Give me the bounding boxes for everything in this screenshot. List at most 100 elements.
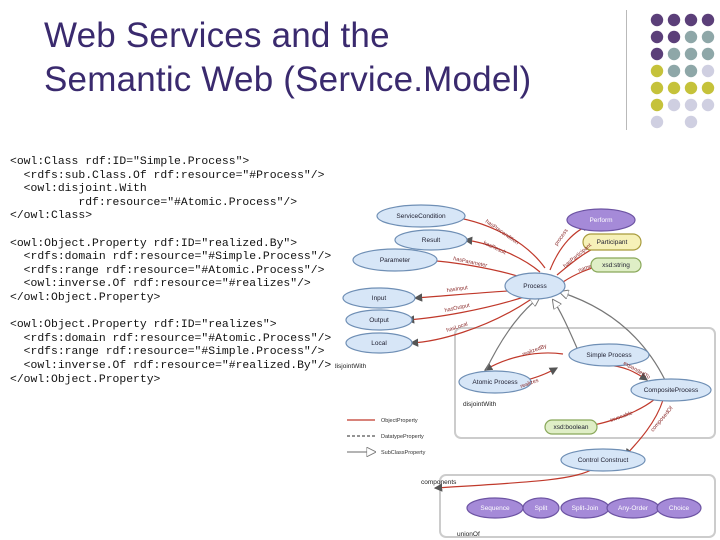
service-model-diagram: ServiceCondition Result Parameter Input … [335, 204, 716, 538]
node-output [345, 309, 413, 331]
title-line-2: Semantic Web (Service.Model) [44, 60, 532, 99]
decor-dot [684, 30, 698, 44]
process-group-box [454, 327, 716, 439]
decor-dot [650, 64, 664, 78]
decor-dot [684, 98, 698, 112]
edge-label-has-parameter: hasParameter [453, 256, 488, 269]
label-components: components [421, 479, 457, 486]
code-line: <rdfs:range rdf:resource="#Simple.Proces… [10, 346, 325, 359]
node-local [345, 332, 413, 354]
node-participant [582, 233, 642, 251]
label-simple-process: Simple Process [586, 352, 632, 359]
subclass-edge-atomic [484, 298, 539, 373]
decor-dot [701, 47, 715, 61]
decor-dot [701, 13, 715, 27]
edge-label-name: name [578, 264, 593, 274]
legend-label-object-property: ObjectProperty [381, 418, 418, 424]
legend-label-subclass-property: SubClassProperty [381, 450, 426, 456]
node-result [394, 229, 468, 251]
code-line: <owl:Class rdf:ID="Simple.Process"> [10, 156, 250, 168]
legend-label-datatype-property: DatatypeProperty [381, 434, 424, 440]
legend: ObjectProperty DatatypeProperty SubClass… [347, 418, 426, 456]
node-simple-process [568, 343, 650, 367]
decorative-dot-grid [650, 13, 715, 129]
decor-dot [650, 30, 664, 44]
code-line: </owl:Object.Property> [10, 291, 161, 304]
label-atomic-process: Atomic Process [472, 379, 518, 386]
decor-dot [684, 115, 698, 129]
code-line: <owl:inverse.Of rdf:resource="#realized.… [10, 359, 332, 372]
edge-output [405, 295, 528, 324]
code-line: <rdfs:domain rdf:resource="#Simple.Proce… [10, 251, 332, 264]
decor-dot [667, 98, 681, 112]
node-parameter [352, 248, 438, 272]
code-line: </owl:Object.Property> [10, 373, 161, 386]
edge-label-has-result: hasResult [482, 240, 507, 256]
node-perform [566, 208, 636, 232]
label-participant: Participant [597, 239, 628, 246]
node-atomic-process [458, 370, 532, 394]
decor-dot [650, 98, 664, 112]
label-split: Split [535, 505, 548, 512]
decor-dot [701, 98, 715, 112]
label-perform: Perform [589, 217, 612, 224]
edge-realized-by [483, 352, 564, 371]
owl-code-listing: <owl:Class rdf:ID="Simple.Process"> <rdf… [10, 156, 331, 387]
label-disjoint-with-1: disjointWith [335, 363, 367, 370]
decor-dot [667, 30, 681, 44]
edge-components [433, 467, 596, 492]
edge-label-has-input: hasInput [446, 285, 468, 294]
subclass-edge-composite [560, 292, 666, 381]
edge-label-realized-by: realizedBy [522, 343, 548, 358]
decor-dot [701, 30, 715, 44]
title-divider-line [626, 10, 627, 130]
edge-label-has-output: hasOutput [444, 303, 471, 314]
label-xsd-string: xsd:string [602, 262, 630, 269]
edge-label-invocable: invocable [610, 410, 634, 424]
slide-title: Web Services and the Semantic Web (Servi… [44, 14, 614, 102]
code-line: <owl:Object.Property rdf:ID="realized.By… [10, 237, 298, 250]
node-composite-process [630, 378, 712, 402]
label-input: Input [372, 295, 387, 302]
title-line-1: Web Services and the [44, 16, 390, 55]
edge-label-process: process [554, 228, 570, 247]
decor-dot [667, 47, 681, 61]
label-service-condition: ServiceCondition [396, 213, 446, 220]
label-control-construct: Control Construct [578, 457, 629, 464]
code-line: <owl:inverse.Of rdf:resource="#realizes"… [10, 278, 311, 291]
node-control-construct [560, 448, 646, 472]
node-input [342, 287, 416, 309]
code-line: <owl:disjoint.With [10, 183, 147, 196]
decor-dot [667, 64, 681, 78]
decor-dot [684, 13, 698, 27]
decor-dot [684, 47, 698, 61]
decor-dot [701, 64, 715, 78]
label-xsd-boolean: xsd:boolean [553, 424, 588, 431]
node-choice [656, 497, 702, 519]
decor-dot [650, 47, 664, 61]
label-result: Result [422, 237, 441, 244]
label-split-join: Split-Join [572, 505, 599, 512]
code-line: <rdfs:sub.Class.Of rdf:resource="#Proces… [10, 169, 325, 182]
node-split [522, 497, 560, 519]
decor-dot [701, 81, 715, 95]
label-local: Local [371, 340, 387, 347]
edge-result [463, 236, 541, 273]
decor-dot [667, 81, 681, 95]
label-process: Process [523, 283, 547, 290]
code-line: <rdfs:range rdf:resource="#Atomic.Proces… [10, 264, 325, 277]
node-process [504, 272, 566, 300]
code-line: <rdfs:domain rdf:resource="#Atomic.Proce… [10, 332, 332, 345]
edge-local [409, 299, 531, 347]
decor-dot [684, 81, 698, 95]
label-sequence: Sequence [480, 505, 510, 512]
code-line: rdf:resource="#Atomic.Process"/> [10, 196, 298, 209]
label-choice: Choice [669, 505, 690, 512]
decor-dot [667, 13, 681, 27]
label-any-order: Any-Order [618, 505, 649, 512]
node-xsd-string [590, 257, 642, 273]
code-line: <owl:Object.Property rdf:ID="realizes"> [10, 319, 277, 332]
decor-dot [650, 81, 664, 95]
decor-dot [684, 64, 698, 78]
label-union-of: unionOf [457, 531, 480, 538]
